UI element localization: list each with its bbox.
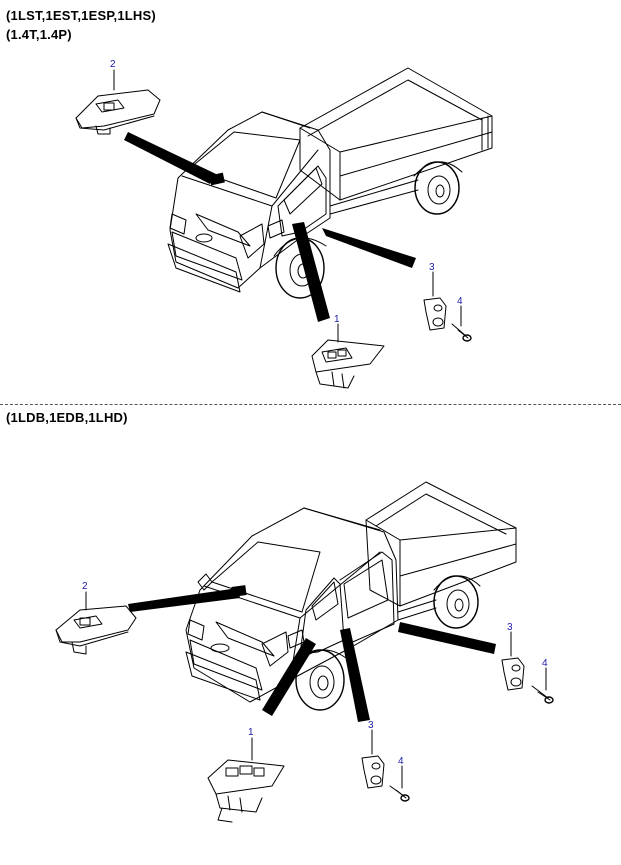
callout-2-bottom: 2 [82,581,88,592]
callout-3-bottom-right: 3 [507,622,513,633]
part-4-screw [451,323,472,342]
part-3-door-switch [423,297,447,331]
pointer-wedge-to-part-3 [322,228,416,268]
part-2-window-switch-driver [75,89,161,135]
callout-1-bottom: 1 [248,727,254,738]
pointer-wedge-to-part-3-right [398,622,496,654]
part-4-screw-lower [389,785,410,802]
callout-4-top: 4 [457,296,463,307]
part-3-door-switch-lower [361,755,385,789]
callout-1-top: 1 [334,314,340,325]
section-divider [0,404,621,405]
pointer-wedge-to-part-3-lower [340,628,370,722]
part-1-power-window-main-switch-bottom [207,759,285,823]
double-cab-truck-illustration [185,481,517,711]
pointer-wedge-to-part-1 [292,222,330,322]
callout-3-top: 3 [429,262,435,273]
pointer-wedge-to-part-2-bottom [128,588,240,612]
callout-4-bottom-lower: 4 [398,756,404,767]
part-3-door-switch-right [501,657,525,691]
single-cab-truck-illustration [167,67,493,299]
section-2-title: (1LDB,1EDB,1LHD) [6,410,128,425]
part-2-window-switch-driver-bottom [55,605,137,655]
part-4-screw-right [531,685,554,704]
section-1-title: (1LST,1EST,1ESP,1LHS) [6,8,156,23]
callout-3-bottom-lower: 3 [368,720,374,731]
callout-2-top: 2 [110,59,116,70]
pointer-wedge-to-part-2 [124,132,216,184]
part-1-power-window-main-switch [311,339,385,389]
section-1-subtitle: (1.4T,1.4P) [6,27,72,42]
callout-4-bottom-right: 4 [542,658,548,669]
pointer-wedge-to-part-1-bottom [262,638,316,716]
